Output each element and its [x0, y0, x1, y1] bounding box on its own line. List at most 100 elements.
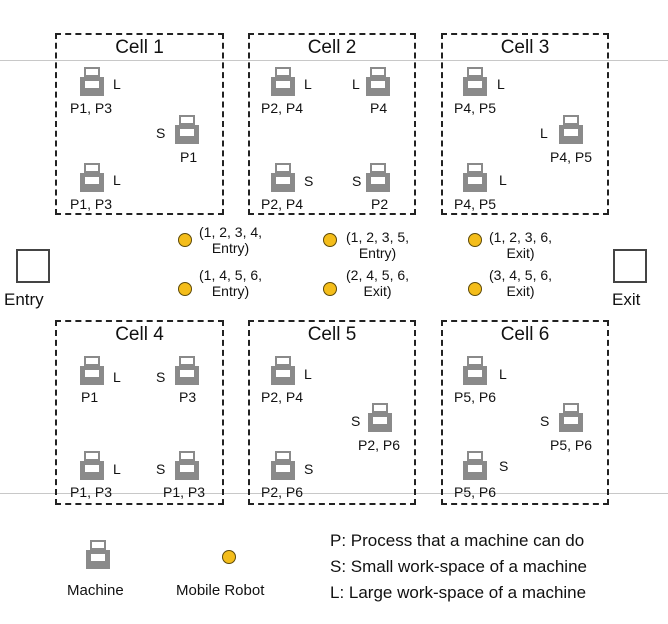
process-label: P1, P3: [70, 484, 113, 500]
machine-icon: [462, 163, 488, 193]
machine-icon: [462, 356, 488, 386]
workspace-label: L: [304, 76, 312, 92]
legend-machine-label: Machine: [67, 582, 124, 599]
machine-icon: [79, 67, 105, 97]
machine-icon: [365, 67, 391, 97]
robot-route-line: (1, 4, 5, 6,: [199, 267, 263, 283]
machine-icon: [79, 356, 105, 386]
entry-label: Entry: [4, 290, 44, 309]
process-label: P1: [180, 149, 198, 165]
robot-route-line: Entry): [211, 240, 250, 256]
cell-2: Cell 2: [248, 33, 416, 215]
mobile-robot: [468, 233, 482, 247]
robot-route-label: (1, 2, 3, 5, Entry): [346, 229, 409, 261]
machine-icon: [462, 451, 488, 481]
workspace-label: S: [156, 369, 166, 385]
process-label: P3: [179, 389, 197, 405]
cell-3: Cell 3: [441, 33, 609, 215]
entry-box: [16, 249, 50, 283]
legend-note-l: L: Large work-space of a machine: [330, 583, 587, 602]
process-label: P1, P3: [70, 196, 113, 212]
process-label: P2, P6: [358, 437, 401, 453]
legend-robot-label: Mobile Robot: [176, 582, 265, 599]
workspace-label: L: [113, 172, 121, 188]
robot-route-line: (3, 4, 5, 6,: [489, 267, 553, 283]
legend-note-p: P: Process that a machine can do: [330, 531, 585, 550]
machine-icon: [367, 403, 393, 433]
machine-icon: [270, 67, 296, 97]
machine-icon: [270, 356, 296, 386]
workspace-label: L: [113, 369, 121, 385]
process-label: P5, P6: [454, 389, 497, 405]
robot-route-line: Entry): [211, 283, 250, 299]
legend-robot-icon: [222, 550, 236, 564]
machine-icon: [270, 163, 296, 193]
process-label: P4, P5: [454, 100, 497, 116]
workspace-label: L: [304, 366, 312, 382]
machine-icon: [174, 115, 200, 145]
process-label: P1, P3: [70, 100, 113, 116]
process-label: P4, P5: [454, 196, 497, 212]
machine-icon: [558, 115, 584, 145]
workspace-label: S: [156, 461, 166, 477]
machine-icon: [79, 451, 105, 481]
legend-note-s: S: Small work-space of a machine: [330, 557, 587, 576]
cell-6: Cell 6: [441, 320, 609, 505]
robot-route-line: (1, 2, 3, 4,: [199, 224, 263, 240]
cell-title: Cell 4: [115, 324, 164, 345]
process-label: P2, P4: [261, 196, 304, 212]
cell-title: Cell 6: [500, 324, 550, 345]
cell-title: Cell 5: [307, 324, 357, 345]
workspace-label: L: [499, 172, 507, 188]
machine-icon: [270, 451, 296, 481]
bottom-guide-line: [0, 493, 668, 494]
mobile-robot: [468, 282, 482, 296]
workspace-label: S: [499, 458, 509, 474]
mobile-robot: [323, 282, 337, 296]
cell-4: Cell 4: [55, 320, 224, 505]
robot-route-label: (2, 4, 5, 6, Exit): [346, 267, 409, 299]
cell-5: Cell 5: [248, 320, 416, 505]
workspace-label: L: [540, 125, 548, 141]
workspace-label: S: [351, 413, 361, 429]
workspace-label: S: [304, 461, 314, 477]
robot-route-label: (1, 4, 5, 6, Entry): [199, 267, 262, 299]
robot-route-line: Exit): [363, 283, 392, 299]
workspace-label: S: [304, 173, 314, 189]
process-label: P2, P6: [261, 484, 304, 500]
process-label: P2, P4: [261, 389, 304, 405]
machine-icon: [174, 356, 200, 386]
machine-icon: [558, 403, 584, 433]
workspace-label: L: [499, 366, 507, 382]
mobile-robot: [323, 233, 337, 247]
workspace-label: S: [156, 125, 166, 141]
workspace-label: L: [113, 461, 121, 477]
process-label: P2: [371, 196, 389, 212]
process-label: P1, P3: [163, 484, 206, 500]
cell-title: Cell 3: [500, 37, 550, 58]
robot-route-line: (1, 2, 3, 6,: [489, 229, 553, 245]
process-label: P2, P4: [261, 100, 304, 116]
machine-icon: [462, 67, 488, 97]
legend-machine-icon: [85, 540, 111, 570]
process-label: P5, P6: [454, 484, 497, 500]
process-label: P5, P6: [550, 437, 593, 453]
mobile-robot: [178, 233, 192, 247]
robot-route-line: Exit): [506, 283, 535, 299]
process-label: P1: [81, 389, 99, 405]
machine-icon: [79, 163, 105, 193]
robot-route-label: (1, 2, 3, 4, Entry): [199, 224, 262, 256]
cell-title: Cell 1: [115, 37, 164, 58]
cell-title: Cell 2: [307, 37, 357, 58]
workspace-label: S: [540, 413, 550, 429]
workspace-label: L: [497, 76, 505, 92]
workspace-label: L: [113, 76, 121, 92]
machine-icon: [174, 451, 200, 481]
exit-label: Exit: [612, 290, 641, 309]
robot-route-line: Exit): [506, 245, 535, 261]
top-guide-line: [0, 60, 668, 61]
workspace-label: L: [352, 76, 360, 92]
robot-route-line: (2, 4, 5, 6,: [346, 267, 410, 283]
process-label: P4: [370, 100, 388, 116]
process-label: P4, P5: [550, 149, 593, 165]
